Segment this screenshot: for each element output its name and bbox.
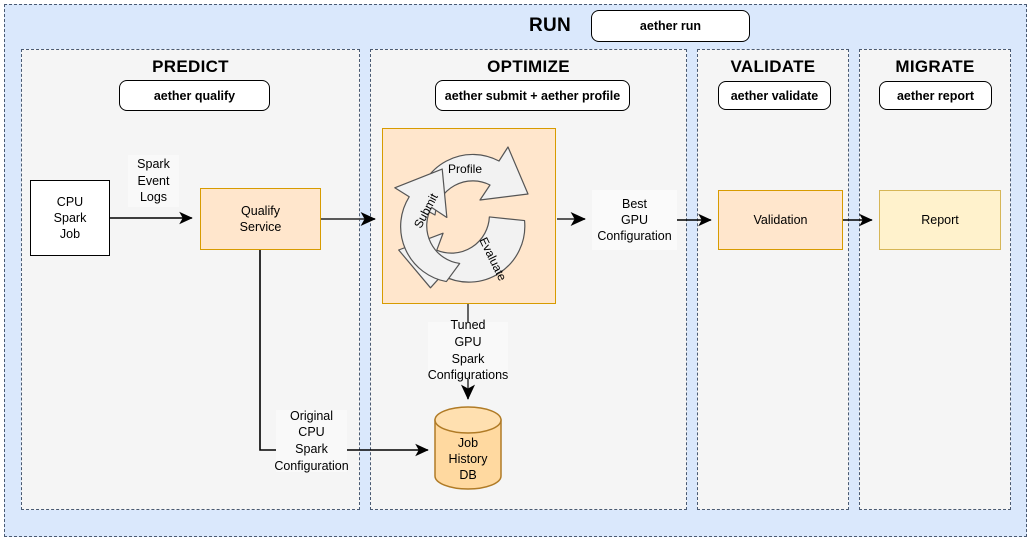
- lane-title-predict: PREDICT: [152, 57, 229, 76]
- command-pill-aether-submit-profile[interactable]: aether submit + aether profile: [435, 80, 630, 111]
- run-title: RUN: [528, 15, 572, 36]
- command-pill-aether-report[interactable]: aether report: [879, 81, 992, 110]
- lane-title-migrate: MIGRATE: [895, 57, 975, 76]
- cycle-label-profile: Profile: [448, 162, 483, 176]
- command-pill-aether-qualify[interactable]: aether qualify: [119, 80, 270, 111]
- node-report[interactable]: Report: [879, 190, 1001, 250]
- command-pill-aether-validate[interactable]: aether validate: [718, 81, 831, 110]
- lane-migrate: [859, 49, 1011, 510]
- node-validation[interactable]: Validation: [718, 190, 843, 250]
- lane-validate: [697, 49, 849, 510]
- command-pill-aether-run[interactable]: aether run: [591, 10, 750, 42]
- lane-title-optimize: OPTIMIZE: [487, 57, 570, 76]
- database-cylinder-icon: [434, 406, 502, 490]
- cycle-arrows-icon: [394, 146, 529, 289]
- lane-title-validate: VALIDATE: [730, 57, 816, 76]
